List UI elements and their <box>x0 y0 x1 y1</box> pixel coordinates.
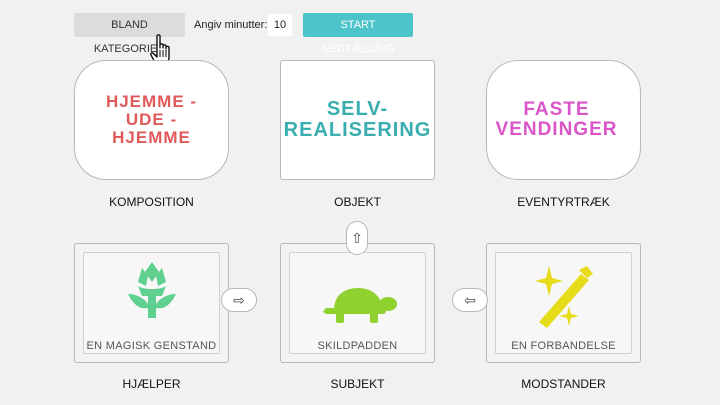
card-hjaelper[interactable]: EN MAGISK GENSTAND <box>74 243 229 363</box>
card-caption: SKILDPADDEN <box>317 340 398 352</box>
card-word: SELV- REALISERING <box>283 98 432 141</box>
minutes-label: Angiv minutter: <box>194 19 268 31</box>
arrow-up-icon: ⇧ <box>351 229 363 246</box>
card-word: HJEMME - UDE - HJEMME <box>105 92 198 147</box>
category-label-hjaelper: HJÆLPER <box>122 377 181 391</box>
shuffle-categories-button[interactable]: BLAND KATEGORIER <box>74 13 185 55</box>
category-label-objekt: OBJEKT <box>334 195 381 209</box>
card-subjekt[interactable]: SKILDPADDEN <box>280 243 435 363</box>
move-left-button[interactable]: ⇦ <box>452 288 488 312</box>
card-word: FASTE VENDINGER <box>495 99 618 140</box>
arrow-right-icon: ⇨ <box>233 291 245 308</box>
card-caption: EN FORBANDELSE <box>511 340 616 352</box>
card-caption: EN MAGISK GENSTAND <box>86 340 217 352</box>
move-right-button[interactable]: ⇨ <box>221 288 257 312</box>
category-label-eventyrtraek: EVENTYRTRÆK <box>517 195 610 209</box>
card-modstander[interactable]: EN FORBANDELSE <box>486 243 641 363</box>
minutes-input[interactable] <box>268 14 292 36</box>
move-up-button[interactable]: ⇧ <box>346 221 368 255</box>
magic-wand-icon <box>487 264 640 339</box>
category-label-komposition: KOMPOSITION <box>109 195 194 209</box>
category-label-modstander: MODSTANDER <box>521 377 606 391</box>
card-objekt[interactable]: SELV- REALISERING <box>280 60 435 180</box>
start-countdown-button[interactable]: START NEDTÆLLING <box>303 13 413 55</box>
arrow-left-icon: ⇦ <box>464 291 476 308</box>
turtle-icon <box>281 284 434 331</box>
category-label-subjekt: SUBJEKT <box>330 377 385 391</box>
magic-flower-icon <box>75 258 228 329</box>
card-eventyrtraek[interactable]: FASTE VENDINGER <box>486 60 641 180</box>
card-komposition[interactable]: HJEMME - UDE - HJEMME <box>74 60 229 180</box>
